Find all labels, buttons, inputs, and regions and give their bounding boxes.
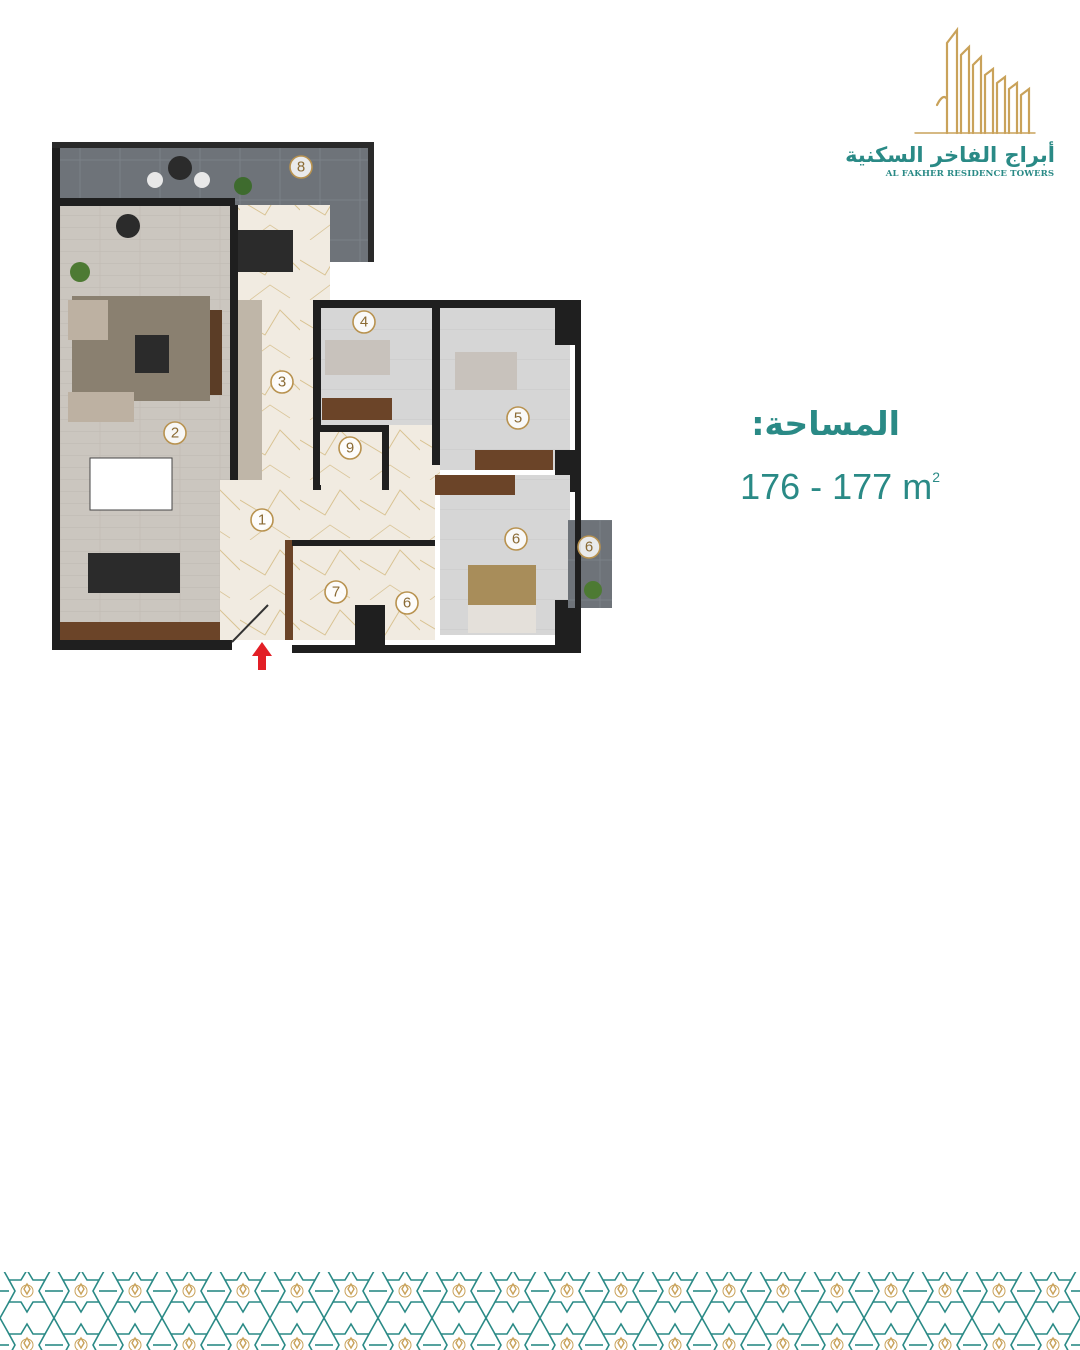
svg-text:6: 6 (585, 539, 593, 556)
room-label-6-bedroom: 6 (504, 527, 528, 551)
room-label-2: 2 (163, 421, 187, 445)
svg-text:8: 8 (297, 159, 305, 176)
svg-text:4: 4 (360, 314, 368, 331)
svg-text:6: 6 (512, 531, 520, 548)
area-unit-superscript: 2 (932, 469, 940, 485)
red-arrow-up-icon (252, 642, 272, 670)
area-value: 176 - 177 m2 (660, 466, 940, 508)
brand-name-arabic: أبراج الفاخر السكنية (845, 143, 1055, 167)
room-label-4: 4 (352, 310, 376, 334)
svg-text:9: 9 (346, 440, 354, 457)
room-label-7: 7 (324, 580, 348, 604)
svg-text:5: 5 (514, 410, 522, 427)
svg-text:1: 1 (258, 512, 266, 529)
area-label: المساحة: (751, 404, 900, 443)
room-label-6-bathroom: 6 (395, 591, 419, 615)
room-label-3: 3 (270, 370, 294, 394)
room-label-8: 8 (289, 155, 313, 179)
room-label-5: 5 (506, 406, 530, 430)
room-label-9: 9 (338, 436, 362, 460)
outer-wall (52, 142, 60, 650)
towers-logo-icon (914, 26, 1036, 135)
svg-text:3: 3 (278, 374, 286, 391)
brand-logo: أبراج الفاخر السكنية AL FAKHER RESIDENCE… (845, 25, 1055, 185)
islamic-geometric-pattern-icon (0, 1272, 1080, 1350)
floorplan: 1 2 3 4 5 6 6 6 7 8 9 (52, 142, 612, 670)
room-label-1: 1 (250, 508, 274, 532)
room-label-6-balcony: 6 (577, 535, 601, 559)
svg-text:7: 7 (332, 584, 340, 601)
svg-text:6: 6 (403, 595, 411, 612)
area-number: 176 - 177 m (740, 466, 933, 507)
brand-name-english: AL FAKHER RESIDENCE TOWERS (885, 169, 1055, 179)
svg-text:2: 2 (171, 425, 179, 442)
